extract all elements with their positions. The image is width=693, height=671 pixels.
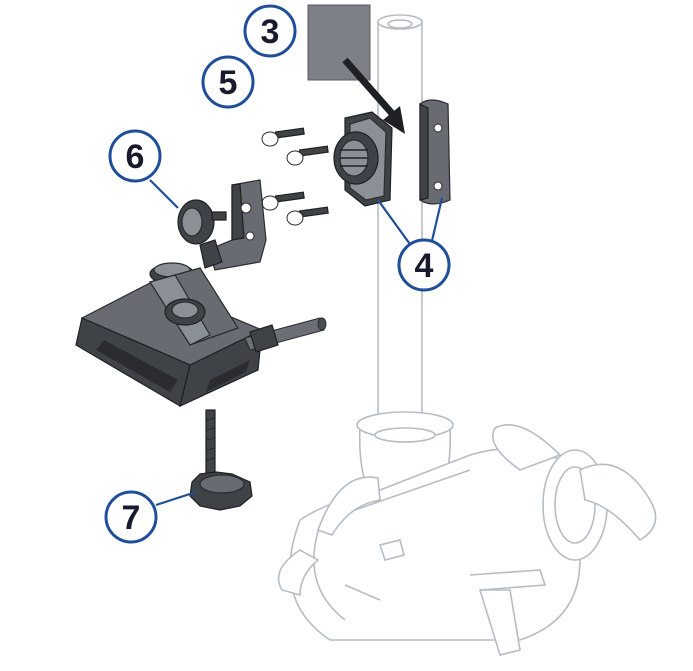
mounting-bolt <box>205 409 216 481</box>
screw <box>286 145 329 166</box>
callout-6-label: 6 <box>126 138 145 176</box>
transducer <box>75 262 327 408</box>
callout-5: 5 <box>201 55 255 109</box>
callout-3: 3 <box>243 4 297 58</box>
callout-4-label: 4 <box>415 247 434 285</box>
callout-7-label: 7 <box>122 499 141 537</box>
callout-7: 7 <box>104 490 158 544</box>
mounting-arm <box>177 179 267 271</box>
callout-3-label: 3 <box>261 13 280 51</box>
lock-knob <box>189 471 253 511</box>
arrow-down-right-icon <box>342 57 405 134</box>
shaft-clamp-front <box>333 111 393 207</box>
screw <box>261 191 305 211</box>
mounting-screws <box>261 127 329 226</box>
screw <box>286 206 329 226</box>
trolling-motor-outline <box>277 14 657 656</box>
callout-4: 4 <box>397 238 451 292</box>
tension-knob <box>177 199 227 245</box>
callout-6: 6 <box>108 129 162 183</box>
adhesive-pad <box>307 4 371 81</box>
callout-5-label: 5 <box>219 64 238 102</box>
shaft-clamp-rear <box>419 99 451 205</box>
screw <box>261 127 305 147</box>
